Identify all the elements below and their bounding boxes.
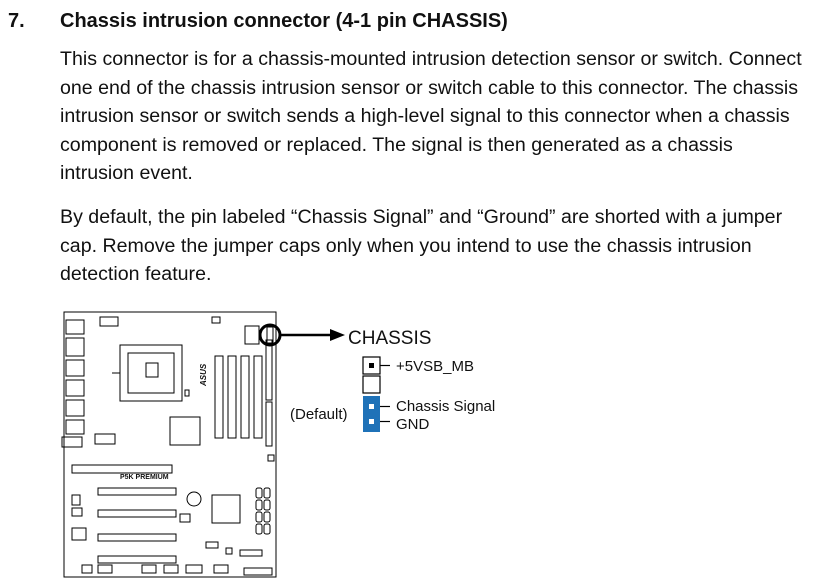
pci-express-slot bbox=[97, 533, 177, 542]
io-port bbox=[65, 337, 85, 357]
board-model-label: P5K PREMIUM bbox=[120, 474, 169, 481]
dimm-slot bbox=[240, 355, 250, 439]
arrow-head bbox=[330, 329, 345, 341]
default-label: (Default) bbox=[290, 406, 348, 423]
default-note-paragraph: By default, the pin labeled “Chassis Sig… bbox=[60, 206, 783, 286]
northbridge-chip bbox=[169, 416, 201, 446]
description-paragraph: This connector is for a chassis-mounted … bbox=[60, 48, 802, 185]
pin-header-diagram bbox=[362, 356, 390, 432]
io-port bbox=[65, 319, 85, 335]
io-port bbox=[65, 379, 85, 397]
dimm-slot bbox=[214, 355, 224, 439]
dimm-slot bbox=[253, 355, 263, 439]
southbridge-chip bbox=[211, 494, 241, 524]
section-number: 7. bbox=[8, 10, 25, 32]
board-outline bbox=[63, 311, 277, 578]
pci-express-slot bbox=[97, 487, 177, 496]
figure-svg: P5K PREMIUM ASUS CHASSIS +5VSB_MB Chassi… bbox=[61, 311, 495, 578]
brand-mark: ASUS bbox=[199, 363, 208, 387]
pci-express-slot bbox=[71, 464, 173, 474]
io-port bbox=[65, 359, 85, 377]
io-port bbox=[65, 399, 85, 417]
pin-label-gnd: GND bbox=[396, 416, 430, 433]
pci-express-slot bbox=[97, 555, 177, 564]
chassis-header-highlight bbox=[258, 323, 282, 347]
jumper-cap bbox=[363, 396, 380, 432]
pci-express-slot bbox=[97, 509, 177, 518]
connector-name-label: CHASSIS bbox=[348, 328, 431, 349]
pin-label-chassis-signal: Chassis Signal bbox=[396, 398, 495, 415]
dimm-slot bbox=[227, 355, 237, 439]
battery bbox=[186, 491, 202, 507]
io-port bbox=[65, 419, 85, 435]
pin-label-5vsb: +5VSB_MB bbox=[396, 358, 474, 375]
motherboard-diagram bbox=[61, 311, 282, 578]
io-port bbox=[61, 436, 83, 448]
sata-connectors bbox=[255, 487, 271, 535]
pin-empty bbox=[362, 375, 381, 394]
chassis-connector-figure: P5K PREMIUM ASUS CHASSIS +5VSB_MB Chassi… bbox=[0, 290, 820, 579]
section-title: Chassis intrusion connector (4-1 pin CHA… bbox=[60, 10, 508, 32]
